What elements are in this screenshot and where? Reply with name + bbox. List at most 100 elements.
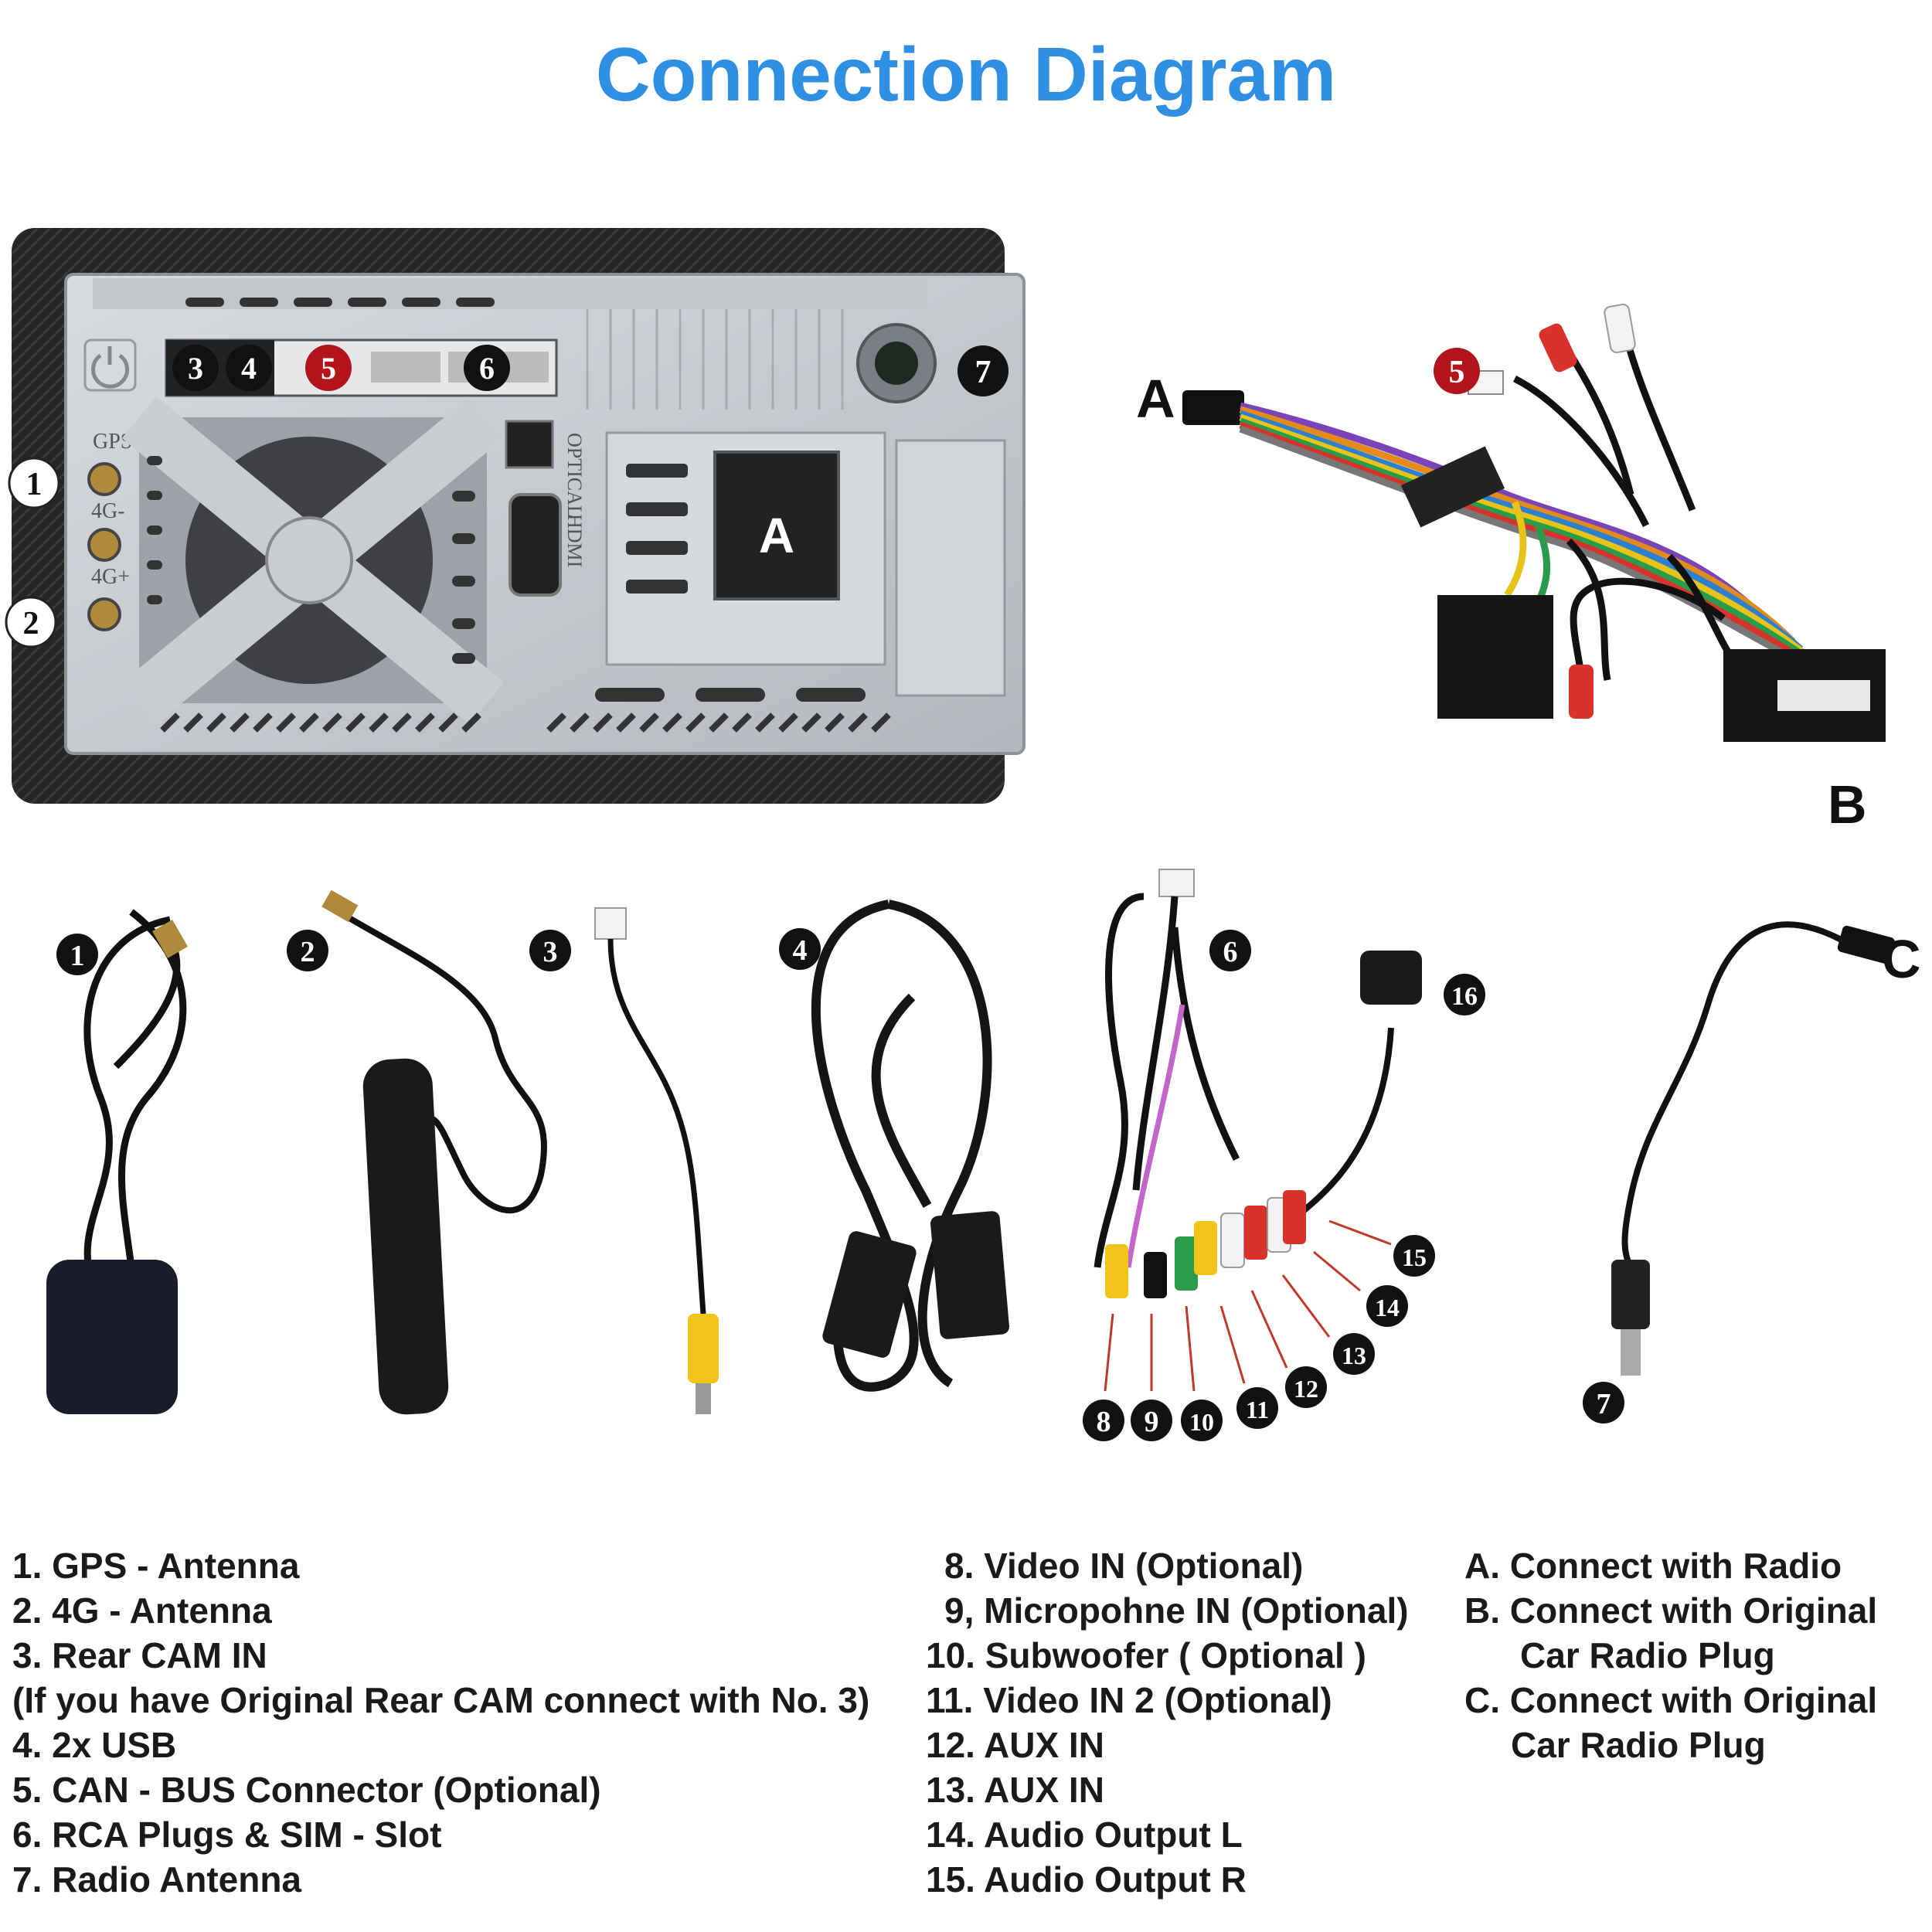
sim-slot-icon <box>1360 951 1422 1005</box>
legend-item: B. Connect with Original <box>1464 1590 1878 1631</box>
badge-a8-label: 8 <box>1097 1406 1111 1438</box>
badge-3-label: 3 <box>188 351 203 386</box>
power-icon <box>83 338 137 392</box>
legend-item: Car Radio Plug <box>1520 1635 1775 1675</box>
legend-column-3: A. Connect with Radio B. Connect with Or… <box>1464 1543 1877 1767</box>
page-title: Connection Diagram <box>595 32 1337 117</box>
badge-4: 4 <box>226 345 272 391</box>
badge-a8: 8 <box>1083 1400 1124 1441</box>
legend-item: 12. AUX IN <box>926 1725 1104 1765</box>
can-box <box>1437 595 1553 719</box>
legend-column-1: 1. GPS - Antenna 2. 4G - Antenna 3. Rear… <box>12 1543 869 1902</box>
badge-a1: 1 <box>56 934 98 975</box>
legend-item: 14. Audio Output L <box>926 1815 1243 1855</box>
optical-label: OPTICAL <box>563 433 586 518</box>
4g-antenna <box>321 889 547 1415</box>
4g-plus-label: 4G+ <box>91 565 130 589</box>
badge-a13: 13 <box>1333 1333 1375 1375</box>
legend-item: 3. Rear CAM IN <box>12 1635 267 1675</box>
hdmi-label: HDMI <box>563 514 586 567</box>
4g-plus-jack-icon <box>87 597 121 631</box>
yellow-rca-plug <box>688 1314 719 1383</box>
usb-cable <box>811 900 1009 1392</box>
badge-7-label: 7 <box>975 355 992 390</box>
top-vents <box>185 298 495 307</box>
rca-bundle <box>1094 869 1422 1392</box>
badge-a3: 3 <box>529 930 571 971</box>
connector-a <box>1182 390 1244 425</box>
radio-antenna-adapter <box>1611 921 1895 1376</box>
legend-item: (If you have Original Rear CAM connect w… <box>12 1680 870 1720</box>
badge-a4-label: 4 <box>793 934 808 967</box>
harness-letter-b: B <box>1828 774 1867 835</box>
badge-a4: 4 <box>779 928 821 970</box>
badge-4-label: 4 <box>241 351 257 386</box>
badge-5-label: 5 <box>321 351 336 386</box>
4g-minus-jack-icon <box>87 528 121 562</box>
badge-6: 6 <box>464 345 510 391</box>
gps-puck-icon <box>46 1260 178 1414</box>
legend-item: 7. Radio Antenna <box>12 1859 301 1900</box>
badge-6-label: 6 <box>479 351 495 386</box>
4g-stick-icon <box>362 1058 449 1415</box>
badge-a2: 2 <box>287 930 328 971</box>
4g-minus-label: 4G- <box>91 499 125 523</box>
badge-7: 7 <box>957 345 1009 396</box>
legend-item: 10. Subwoofer ( Optional ) <box>926 1635 1366 1675</box>
badge-a6-label: 6 <box>1223 936 1238 968</box>
antenna-plug-icon <box>1611 1260 1650 1329</box>
badge-a10-label: 10 <box>1189 1408 1214 1436</box>
badge-3: 3 <box>172 345 219 391</box>
legend-item: 1. GPS - Antenna <box>12 1546 300 1586</box>
badge-2: 2 <box>5 596 57 648</box>
badge-a14-label: 14 <box>1375 1294 1400 1321</box>
panel-letter-a: A <box>759 508 794 563</box>
ribbed-area <box>586 309 844 410</box>
badge-a13-label: 13 <box>1342 1342 1366 1369</box>
bottom-vents <box>160 713 891 733</box>
badge-a16: 16 <box>1444 974 1485 1015</box>
rear-cam-cable <box>594 907 719 1414</box>
badge-a10: 10 <box>1181 1400 1223 1441</box>
badge-a11-label: 11 <box>1246 1396 1269 1423</box>
gps-antenna <box>46 909 188 1414</box>
hdmi-port <box>509 493 562 597</box>
legend-item: Car Radio Plug <box>1511 1725 1766 1765</box>
badge-a2-label: 2 <box>301 936 315 968</box>
usb-plug-1-icon <box>822 1231 917 1358</box>
badge-2-label: 2 <box>23 606 39 641</box>
fan-icon <box>121 396 505 725</box>
badge-a12-label: 12 <box>1294 1375 1318 1403</box>
legend-item: A. Connect with Radio <box>1464 1546 1842 1586</box>
badge-a15-label: 15 <box>1402 1243 1427 1271</box>
main-connector <box>713 451 840 600</box>
badge-a7-label: 7 <box>1597 1388 1611 1420</box>
legend-item: 4. 2x USB <box>12 1725 177 1765</box>
legend-item: 13. AUX IN <box>926 1770 1104 1810</box>
usb-plug-2-icon <box>930 1211 1009 1339</box>
badge-1-label: 1 <box>26 467 43 502</box>
head-unit-panel: GPS 4G- 4G+ OPTICAL HDMI <box>12 228 1026 804</box>
legend-item: 11. Video IN 2 (Optional) <box>926 1680 1332 1720</box>
legend-column-2: 8. Video IN (Optional) 9, Micropohne IN … <box>926 1543 1409 1902</box>
badge-5: 5 <box>305 345 352 391</box>
accessory-badges: 1 2 3 4 6 16 7 8 9 10 11 12 13 14 15 <box>56 928 1624 1441</box>
badge-a1-label: 1 <box>70 940 85 972</box>
badge-5-harness-label: 5 <box>1449 355 1465 390</box>
badge-a6: 6 <box>1209 930 1251 971</box>
badge-a16-label: 16 <box>1451 982 1478 1011</box>
badge-a14: 14 <box>1366 1285 1408 1327</box>
legend-item: 2. 4G - Antenna <box>12 1590 272 1631</box>
legend-item: 8. Video IN (Optional) <box>944 1546 1304 1586</box>
legend-item: 6. RCA Plugs & SIM - Slot <box>12 1815 442 1855</box>
badge-a9-label: 9 <box>1145 1406 1159 1438</box>
badge-a9: 9 <box>1131 1400 1172 1441</box>
legend-item: 15. Audio Output R <box>926 1859 1247 1900</box>
badge-a12: 12 <box>1285 1366 1327 1408</box>
legend-item: 9, Micropohne IN (Optional) <box>944 1590 1409 1631</box>
wiring-harness <box>1182 303 1886 742</box>
optical-port <box>505 420 554 469</box>
harness-letter-a: A <box>1136 369 1175 429</box>
badge-1: 1 <box>8 457 60 509</box>
